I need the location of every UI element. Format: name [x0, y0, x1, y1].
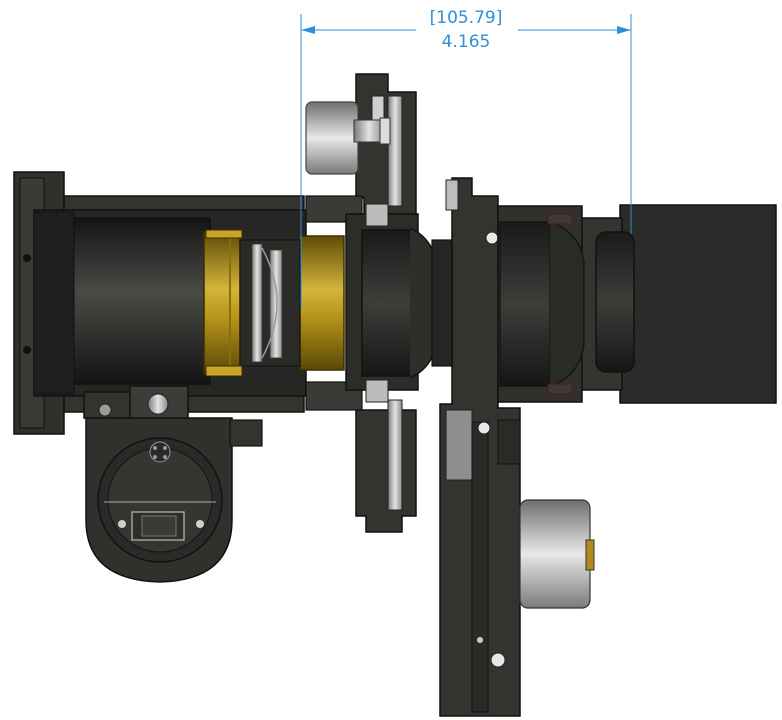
- dimension-metric-label: [105.79]: [429, 8, 503, 28]
- arrowhead-right: [617, 26, 631, 34]
- focus-motor: [519, 499, 595, 609]
- dimension-callout: [300, 14, 632, 308]
- inner-lens-group: [361, 227, 453, 379]
- arrowhead-left: [301, 26, 315, 34]
- lower-mount-bracket: [83, 385, 263, 583]
- brass-lens-cell: [203, 229, 345, 377]
- adjustment-knob: [305, 101, 391, 175]
- dimension-imperial-label: 4.165: [441, 32, 491, 52]
- rear-lens-tube: [497, 205, 585, 403]
- camera-body: [579, 204, 777, 404]
